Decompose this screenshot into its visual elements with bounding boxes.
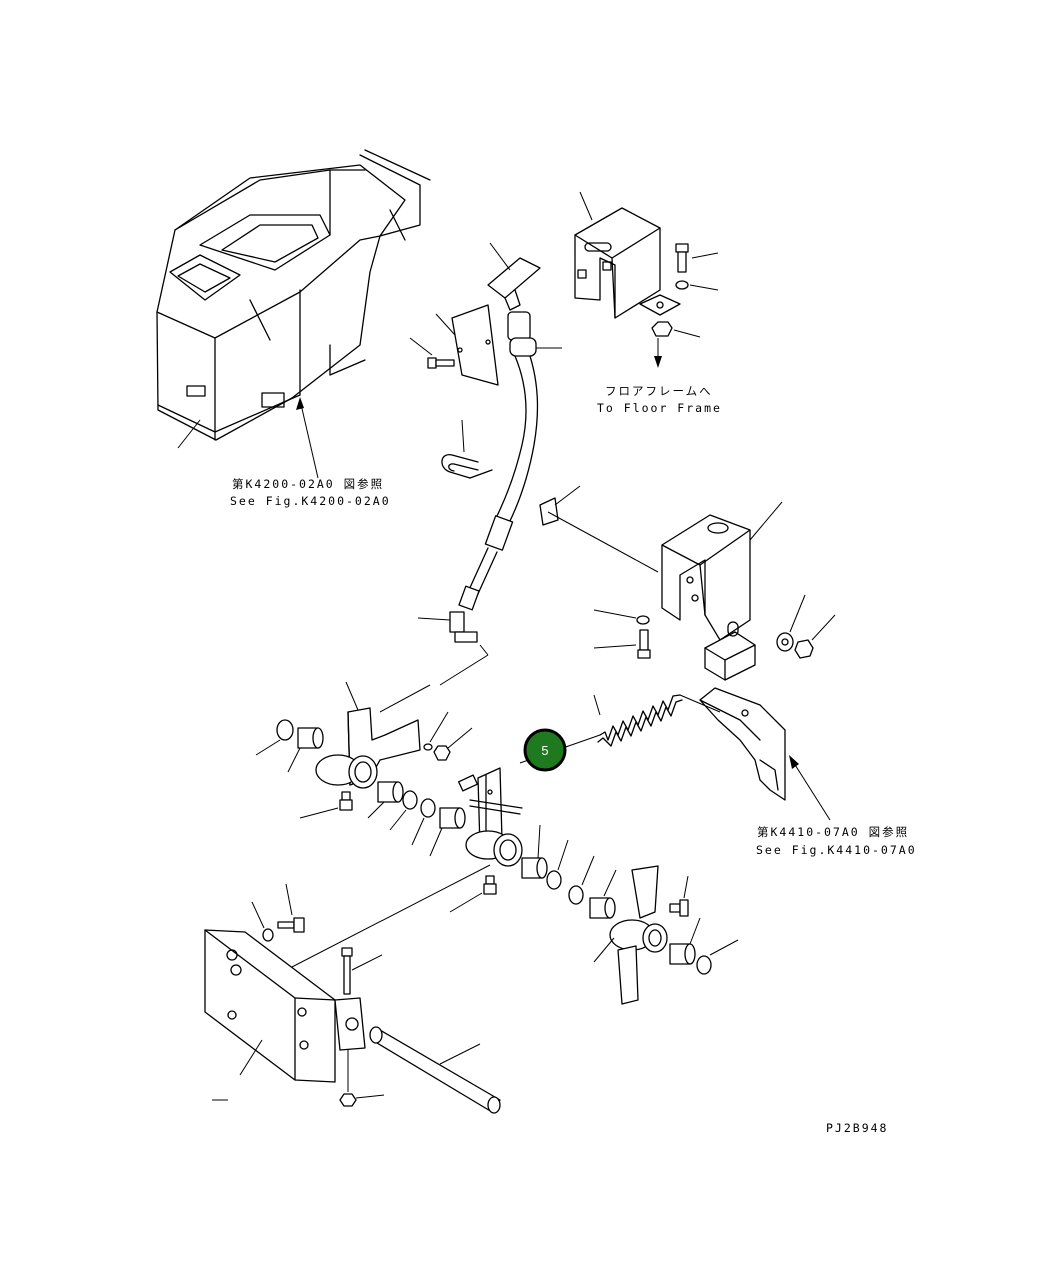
mounting-plate — [204, 929, 366, 1083]
mid-bushing-2 — [429, 807, 466, 857]
swivel-joint — [417, 611, 478, 643]
floor-frame-en: To Floor Frame — [597, 401, 722, 415]
cable-support-bracket — [661, 501, 783, 681]
right-bushing-2 — [589, 869, 617, 919]
mid-bushing-1 — [367, 781, 404, 819]
support-bolt — [593, 629, 651, 659]
control-cable — [458, 311, 562, 611]
grease-fitting-2 — [669, 875, 689, 917]
grease-fitting-3 — [449, 875, 497, 913]
bracket-ref-jp: 第K4410-07A0 図参照 — [757, 825, 909, 839]
center-lever — [457, 767, 523, 867]
console-arrow — [296, 397, 319, 479]
bracket-washer — [675, 280, 719, 291]
plate-nut — [339, 1093, 385, 1107]
support-spacer — [776, 594, 806, 652]
right-bushing-3 — [669, 917, 701, 965]
mount-screw — [409, 337, 455, 369]
t-handle-knob — [487, 242, 541, 311]
lever-washer-small — [423, 711, 449, 751]
floor-frame-jp: フロアフレームへ — [605, 384, 713, 398]
right-ring-2 — [568, 855, 595, 905]
drawing-code: PJ2B948 — [826, 1121, 888, 1135]
mid-ring-2 — [411, 798, 436, 846]
right-bushing-1 — [521, 824, 548, 879]
floor-frame-arrow — [654, 338, 662, 368]
console-ref-jp: 第K4200-02A0 図参照 — [232, 477, 384, 491]
support-washer — [593, 609, 650, 625]
callout-circle[interactable] — [523, 728, 567, 772]
grease-fitting-1 — [299, 791, 353, 819]
u-clamp — [441, 419, 493, 479]
cable-mount-plate — [435, 304, 499, 386]
bracket-bolt — [675, 243, 719, 273]
spring-bracket-arrow — [789, 755, 831, 821]
lever-nut-small — [433, 727, 473, 761]
plate-washer — [251, 901, 274, 942]
bracket-nut — [651, 321, 701, 338]
support-nut — [794, 614, 836, 659]
mid-ring-1 — [389, 790, 418, 831]
callout-badge-5[interactable]: 5 — [523, 728, 567, 772]
operator-console — [156, 149, 431, 449]
cable-clip — [539, 485, 581, 526]
upper-lever — [315, 681, 421, 789]
lower-right-lever — [593, 865, 668, 1005]
left-snap-ring — [255, 719, 294, 756]
pivot-shaft — [369, 1026, 501, 1114]
left-bushing — [287, 727, 324, 773]
right-ring-1 — [546, 839, 569, 890]
console-ref-en: See Fig.K4200-02A0 — [230, 494, 391, 508]
cable-bracket — [574, 191, 681, 319]
return-spring — [593, 694, 683, 747]
bracket-ref-en: See Fig.K4410-07A0 — [756, 843, 917, 857]
spring-bracket — [679, 687, 786, 801]
plate-bolt-1 — [277, 883, 305, 933]
callout-label[interactable]: 5 — [541, 743, 548, 758]
right-snap-ring — [696, 939, 739, 975]
plate-bolt-2 — [341, 947, 383, 995]
